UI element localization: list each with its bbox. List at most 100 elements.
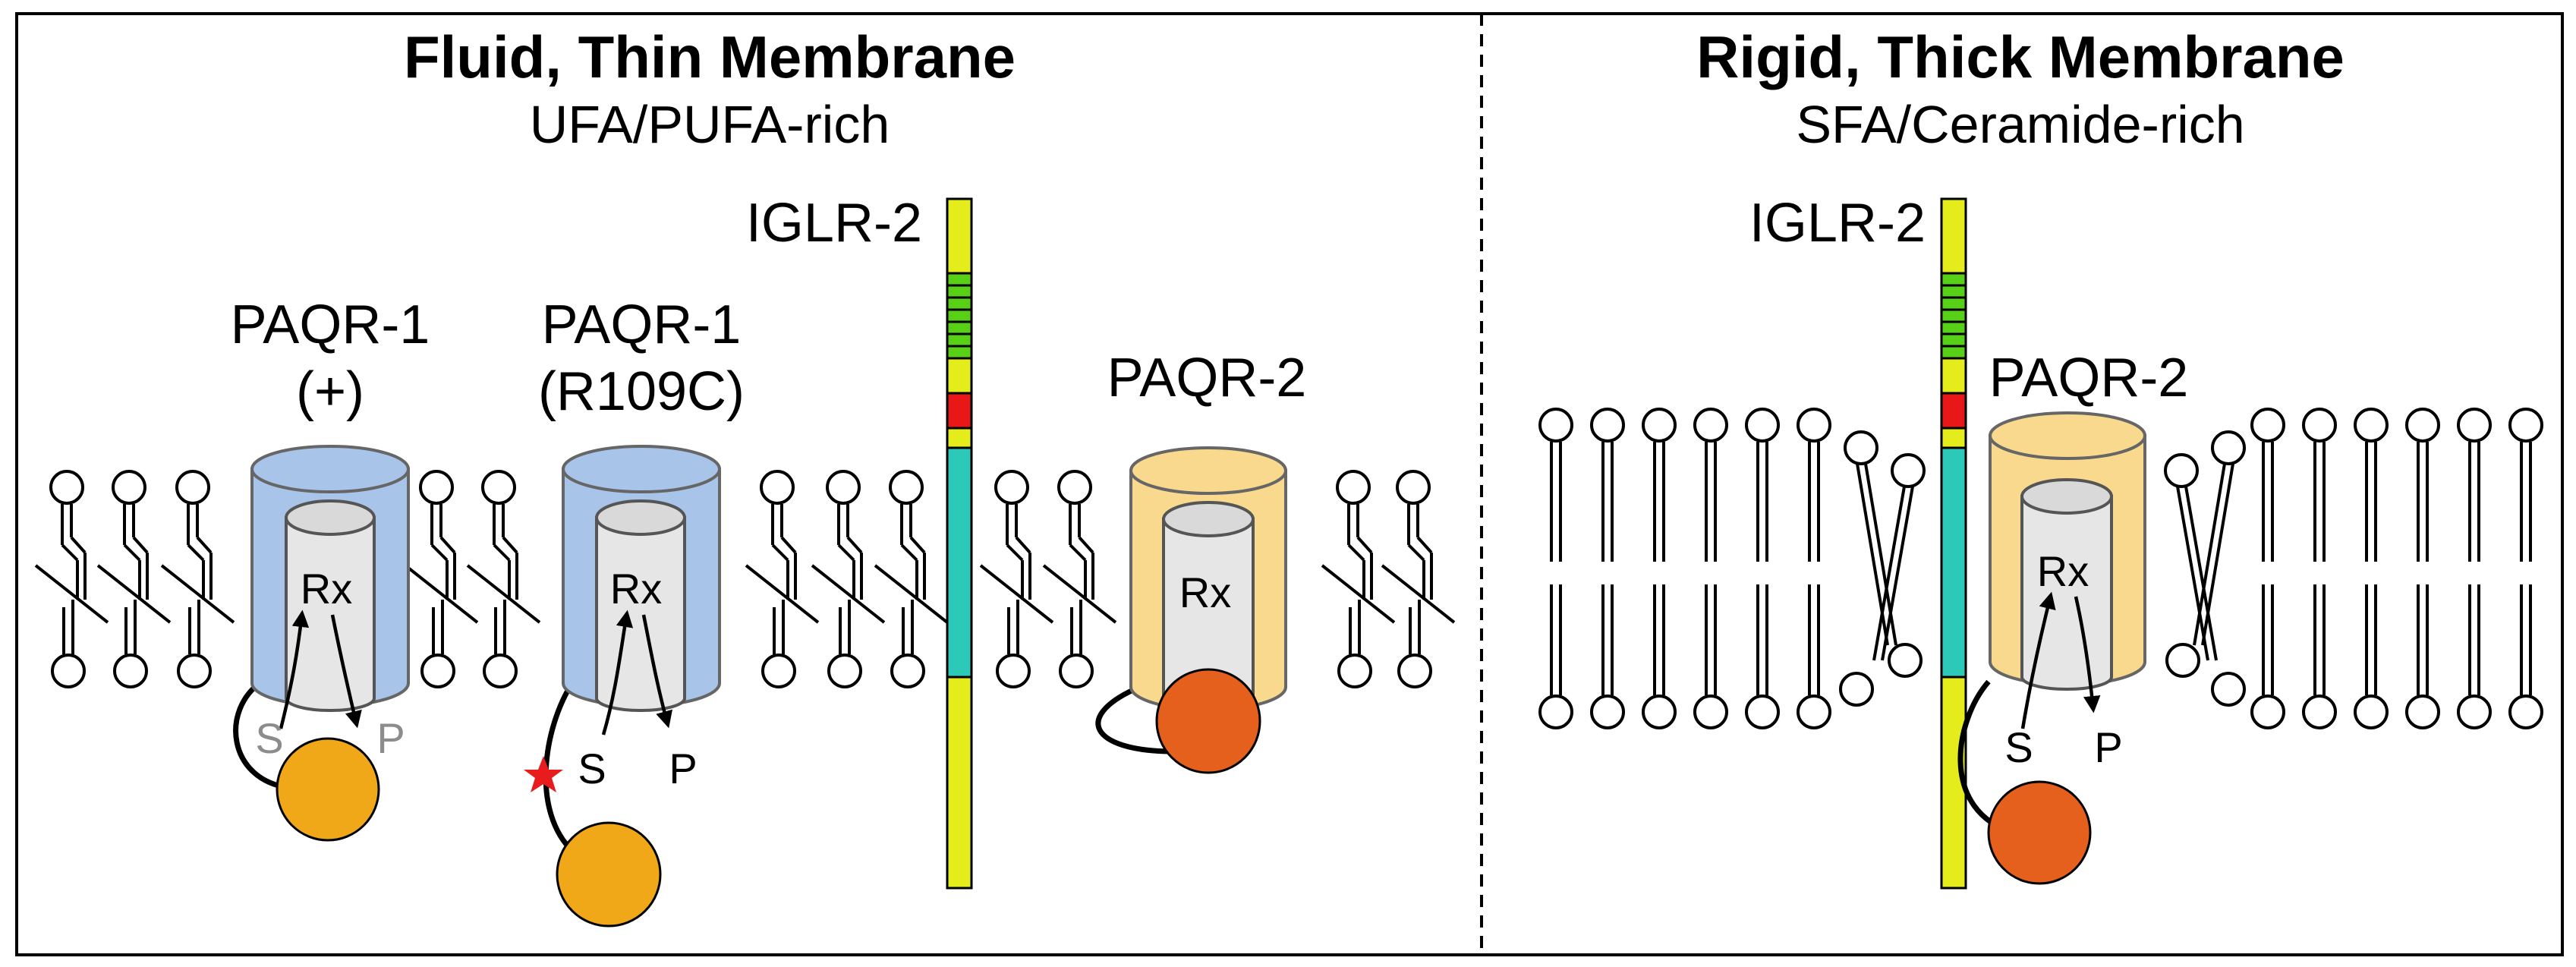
unsaturated-lipid — [1321, 470, 1396, 688]
paqr1-mutant-inactive-domain — [556, 821, 662, 928]
paqr2-left-active-domain — [1155, 668, 1261, 774]
paqr1-wt-channel-top — [285, 499, 376, 536]
iglr2-segment — [1940, 308, 1967, 323]
paqr1-wt-tether — [233, 679, 291, 791]
unsaturated-lipid — [96, 470, 172, 688]
iglr2-segment — [1940, 345, 1967, 360]
paqr1-mutant-protein: Rx — [562, 445, 721, 712]
paqr1-wt-substrate-arrow — [279, 609, 310, 729]
saturated-lipid — [1590, 408, 1625, 729]
saturated-lipid — [2457, 408, 2492, 729]
iglr2-segment — [946, 308, 973, 323]
saturated-lipid — [2508, 408, 2543, 729]
paqr1-mutant-substrate-label: S — [578, 745, 606, 792]
iglr2-segment — [946, 446, 973, 679]
iglr2-segment — [946, 296, 973, 311]
iglr2-segment — [946, 197, 973, 275]
paqr1-mutant-substrate-arrow — [601, 609, 634, 735]
saturated-lipid — [1642, 408, 1677, 729]
paqr2-left-cylinder-top — [1129, 446, 1287, 495]
saturated-lipid — [1797, 408, 1831, 729]
paqr2-left-tether — [1095, 686, 1170, 754]
paqr2-right-channel — [2020, 495, 2113, 691]
ceramide-lipid-lower — [1839, 643, 2246, 707]
paqr1-wt-product-arrow — [330, 614, 362, 729]
paqr1-mutant-channel — [595, 516, 686, 712]
paqr1-mutant-genotype-label: (R109C) — [538, 361, 745, 422]
saturated-lipid — [1538, 408, 1573, 729]
paqr1-mutant-cylinder-top — [562, 445, 721, 493]
unsaturated-lipid — [1381, 470, 1456, 688]
iglr2-segment — [1940, 296, 1967, 311]
iglr2-segment — [1940, 427, 1967, 449]
iglr2-segment — [1940, 284, 1967, 299]
paqr2-right-product-label: P — [2094, 723, 2122, 771]
paqr2-right-channel-top — [2020, 478, 2113, 515]
paqr2-right-substrate-label: S — [2004, 723, 2033, 771]
unsaturated-lipid — [745, 470, 820, 688]
saturated-lipid — [2354, 408, 2389, 729]
paqr2-label-right: PAQR-2 — [1989, 348, 2189, 408]
iglr2-segment — [1940, 197, 1967, 275]
paqr1-wt-genotype-label: (+) — [296, 361, 364, 422]
paqr1-mutant-channel-top — [595, 499, 686, 536]
right-panel-subtitle: SFA/Ceramide-rich — [1796, 95, 2244, 154]
iglr2-label-right: IGLR-2 — [1749, 193, 1926, 254]
paqr1-wt-substrate-label: S — [255, 714, 283, 762]
iglr2-segment — [946, 357, 973, 395]
unsaturated-lipid — [160, 470, 235, 688]
unsaturated-lipid — [466, 470, 541, 688]
paqr1-wt-product-label: P — [376, 714, 405, 762]
paqr1-wt-label: PAQR-1 — [231, 295, 430, 355]
paqr1-mutant-rx-label: Rx — [610, 565, 662, 613]
paqr2-left-channel-top — [1162, 501, 1255, 537]
iglr2-segment — [946, 284, 973, 299]
paqr2-right-active-domain — [1987, 780, 2092, 885]
paqr1-wt-protein: Rx — [250, 445, 410, 712]
paqr2-label-left: PAQR-2 — [1107, 348, 1307, 408]
iglr2-segment — [1940, 357, 1967, 395]
paqr2-right-rx-label: Rx — [2037, 547, 2089, 595]
saturated-lipid — [1693, 408, 1728, 729]
iglr2-segment — [1940, 392, 1967, 430]
iglr2-segment — [1940, 332, 1967, 348]
paqr1-mutant-label: PAQR-1 — [542, 295, 742, 355]
left-panel-subtitle: UFA/PUFA-rich — [530, 95, 890, 154]
unsaturated-lipid — [811, 470, 886, 688]
iglr2-receptor-left — [946, 197, 973, 890]
paqr1-wt-cylinder-top — [250, 445, 410, 493]
paqr1-mutant-product-label: P — [669, 745, 697, 792]
unsaturated-lipid — [979, 470, 1054, 688]
unsaturated-lipid — [874, 470, 949, 688]
rigid-membrane-lipids — [1538, 408, 2543, 729]
saturated-lipid — [2302, 408, 2337, 729]
paqr2-right-protein: Rx — [1989, 411, 2146, 691]
iglr2-segment — [1940, 320, 1967, 335]
paqr2-right-cylinder-top — [1989, 411, 2146, 460]
paqr1-wt-inactive-domain — [276, 737, 380, 842]
iglr2-segment — [946, 272, 973, 287]
paqr1-mutant-product-arrow — [641, 614, 672, 729]
paqr2-right-substrate-arrow — [2020, 591, 2056, 729]
paqr2-right-product-arrow — [2074, 596, 2101, 713]
saturated-lipid — [1745, 408, 1780, 729]
iglr2-segment — [1940, 446, 1967, 679]
unsaturated-lipid — [404, 470, 479, 688]
paqr1-wt-rx-label: Rx — [301, 565, 352, 613]
saturated-lipid — [2250, 408, 2285, 729]
saturated-lipid — [2405, 408, 2440, 729]
paqr2-left-rx-label: Rx — [1179, 569, 1231, 616]
mutation-star-icon — [524, 756, 563, 792]
iglr2-label-left: IGLR-2 — [746, 193, 922, 254]
iglr2-segment — [946, 345, 973, 360]
right-panel-title: Rigid, Thick Membrane — [1696, 24, 2345, 90]
iglr2-segment — [946, 676, 973, 890]
ceramide-lipid — [2164, 430, 2246, 661]
iglr2-segment — [946, 392, 973, 430]
iglr2-segment — [946, 320, 973, 335]
iglr2-segment — [1940, 272, 1967, 287]
fluid-membrane-lipids — [34, 470, 1456, 688]
left-panel-title: Fluid, Thin Membrane — [404, 24, 1016, 90]
paqr1-wt-channel — [285, 516, 376, 712]
